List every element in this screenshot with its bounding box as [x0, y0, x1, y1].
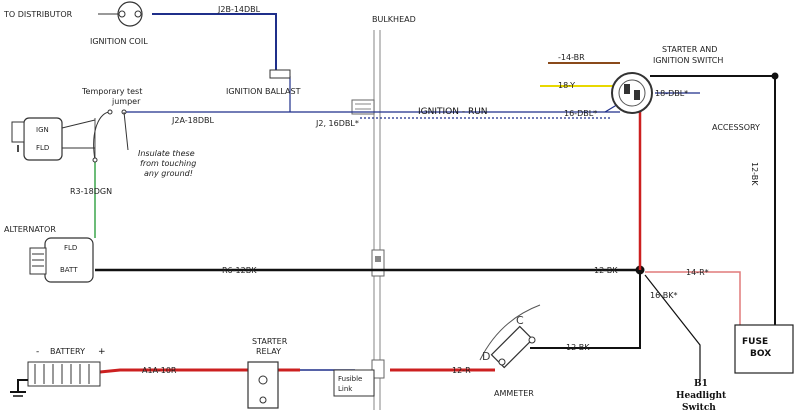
- wire-16dbl-label: 16-DBL*: [564, 109, 597, 118]
- wire-12r-label: 12-R: [452, 366, 471, 375]
- battery-plus-label: +: [98, 347, 106, 357]
- ammeter-d-label: D: [482, 350, 490, 363]
- insulate-label-3: any ground!: [144, 169, 193, 178]
- ignition-ballast-label: IGNITION BALLAST: [226, 87, 301, 96]
- fuse-box: [734, 324, 794, 374]
- blue-wires: [124, 13, 700, 371]
- r3-label: R3-18DGN: [70, 187, 112, 196]
- wire-14r-label: 14-R*: [686, 268, 709, 277]
- ignition-run-label: IGNITION - RUN: [418, 107, 488, 117]
- alternator-label: ALTERNATOR: [4, 225, 56, 234]
- alt-batt-label: BATT: [60, 266, 78, 274]
- alternator: FLD BATT: [29, 237, 94, 283]
- headlight-label-1: Headlight: [676, 391, 727, 401]
- bulkhead-connector-mid: [371, 249, 385, 277]
- wire-18dbl-label: 18-DBL*: [655, 89, 688, 98]
- wire-12bk-junction-label: 12-BK: [594, 266, 618, 275]
- temp-jumper-label-1: Temporary test: [81, 87, 142, 96]
- ignition-coil-label: IGNITION COIL: [90, 37, 148, 46]
- bulkhead: BULKHEAD: [351, 15, 416, 410]
- red-wires: [99, 103, 642, 374]
- j2a-label: J2A-18DBL: [171, 116, 214, 125]
- starter-relay-label-2: RELAY: [256, 347, 281, 356]
- wire-12bk-vertical-label: 12-BK: [750, 162, 759, 186]
- fusible-label-2: Link: [338, 385, 353, 393]
- ammeter-c-label: C: [516, 314, 524, 327]
- alt-fld-label-top: FLD: [36, 144, 49, 152]
- fusible-label-1: Fusible: [338, 375, 362, 383]
- starter-switch-label-1: STARTER AND: [662, 45, 717, 54]
- wire-14br-label: -14-BR: [558, 53, 585, 62]
- starter-switch-label-2: IGNITION SWITCH: [653, 56, 723, 65]
- ignition-ballast: [269, 69, 291, 79]
- alt-fld-label: FLD: [64, 244, 77, 252]
- starter-ignition-switch: [611, 72, 653, 114]
- a1a-label: A1A-10R: [142, 366, 177, 375]
- ignition-coil: [98, 1, 143, 27]
- j2b-label: J2B-14DBL: [217, 5, 261, 14]
- accessory-label: ACCESSORY: [712, 123, 760, 132]
- bulkhead-connector-top: [351, 99, 375, 115]
- fusible-link-box: [333, 369, 375, 397]
- black-wires: [17, 72, 779, 380]
- bulkhead-label: BULKHEAD: [372, 15, 416, 24]
- headlight-label-2: Switch: [682, 403, 716, 413]
- battery-minus-label: -: [36, 347, 39, 357]
- insulate-label-2: from touching: [140, 159, 196, 168]
- b1-label: B1: [694, 379, 708, 389]
- alt-ign-label: IGN: [36, 126, 49, 134]
- j2-16dbl-label: J2, 16DBL*: [315, 119, 359, 128]
- battery-label: BATTERY: [50, 347, 85, 356]
- starter-relay-label-1: STARTER: [252, 337, 288, 346]
- insulate-label-1: Insulate these: [138, 149, 195, 158]
- fuse-box-label-2: BOX: [750, 349, 771, 359]
- starter-relay: [247, 361, 279, 409]
- wire-18y-label: 18-Y: [558, 81, 575, 90]
- r6-label: R6-12BK: [222, 266, 257, 275]
- to-distributor-label: TO DISTRIBUTOR: [3, 10, 73, 19]
- battery: [10, 361, 101, 397]
- wire-12bk-ammeter-label: 12 BK: [566, 343, 590, 352]
- ammeter: [479, 304, 541, 369]
- alternator-top: IGN FLD: [11, 109, 129, 163]
- fuse-box-label-1: FUSE: [742, 337, 768, 347]
- ammeter-label: AMMETER: [494, 389, 534, 398]
- wire-14r: [645, 271, 741, 325]
- temp-jumper-label-2: jumper: [111, 97, 141, 106]
- wire-16bk-label: 16-BK*: [650, 291, 678, 300]
- bulkhead-connector-bottom: [371, 359, 385, 379]
